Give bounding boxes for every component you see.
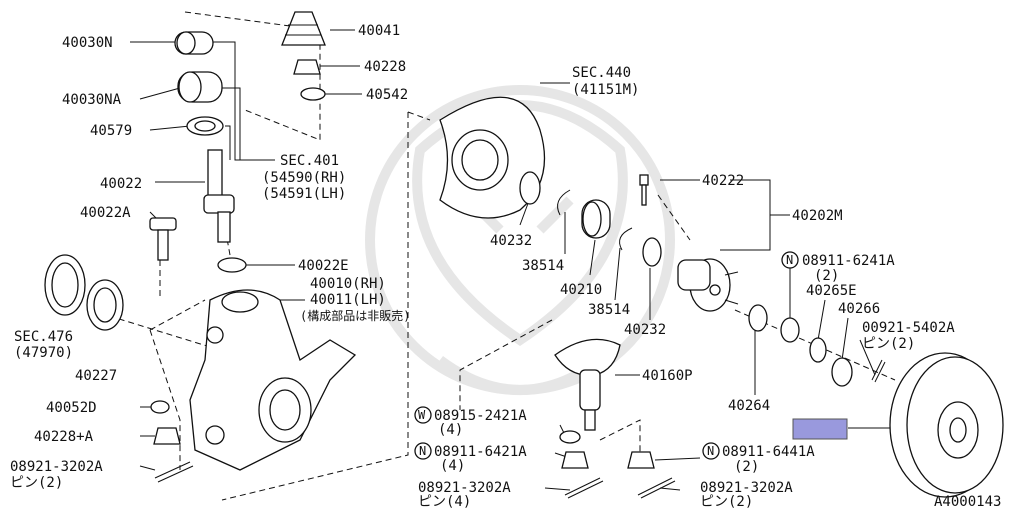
nut-cap-40266 — [831, 357, 853, 387]
brake-disc — [889, 352, 1004, 498]
label-40041[interactable]: 40041 — [358, 23, 400, 39]
label-08911-6241A-qty: (2) — [814, 268, 839, 284]
circle-n-symbol-c: N — [781, 251, 799, 269]
ball-joint-40160P — [554, 338, 621, 431]
pin-08921-middle — [564, 477, 604, 499]
label-38514-a[interactable]: 38514 — [522, 258, 564, 274]
highlighted-part-marker[interactable] — [792, 418, 848, 440]
label-08911-6421A[interactable]: 08911-6421A — [434, 444, 527, 460]
nut-40228 — [293, 59, 321, 75]
label-40266[interactable]: 40266 — [838, 301, 880, 317]
snap-ring-38514-b — [619, 227, 633, 251]
label-40265E[interactable]: 40265E — [806, 283, 857, 299]
label-40228[interactable]: 40228 — [364, 59, 406, 75]
bearing-40030N — [174, 31, 214, 55]
label-sec401-lh: (54591(LH) — [262, 186, 346, 202]
seal-40227 — [86, 279, 124, 331]
label-sec401[interactable]: SEC.401 — [280, 153, 339, 169]
boot-40041 — [281, 11, 326, 46]
label-40010[interactable]: 40010(RH) — [310, 276, 386, 292]
washer-08915 — [559, 430, 581, 444]
part-labels: 40030N 40030NA 40579 40041 40228 40542 S… — [10, 23, 1001, 510]
washer-40052D — [150, 400, 170, 414]
ring-sec476 — [44, 254, 86, 316]
label-08911-6441A[interactable]: 08911-6441A — [722, 444, 815, 460]
svg-text:N: N — [786, 253, 793, 267]
label-sec401-rh: (54590(RH) — [262, 170, 346, 186]
leader-lines — [99, 29, 895, 491]
label-40202M[interactable]: 40202M — [792, 208, 843, 224]
label-40210[interactable]: 40210 — [560, 282, 602, 298]
label-40160P[interactable]: 40160P — [642, 368, 693, 384]
dashed-guide-lines — [89, 11, 896, 501]
nut-40228A — [153, 427, 181, 445]
label-08921-left-qty: ピン(2) — [10, 475, 63, 491]
label-40030N[interactable]: 40030N — [62, 35, 113, 51]
ball-joint-40022 — [203, 149, 235, 243]
washer-40264 — [748, 304, 768, 332]
label-40022A[interactable]: 40022A — [80, 205, 131, 221]
label-00921-5402A-qty: ピン(2) — [862, 336, 915, 352]
circle-n-symbol-a: N — [414, 442, 432, 460]
label-00921-5402A[interactable]: 00921-5402A — [862, 320, 955, 336]
label-40030NA[interactable]: 40030NA — [62, 92, 122, 108]
svg-text:W: W — [418, 408, 426, 422]
label-08921-middle[interactable]: 08921-3202A — [418, 480, 511, 496]
nut-08911-6241A — [780, 317, 800, 343]
label-40222[interactable]: 40222 — [702, 173, 744, 189]
nut-08911-6421A — [561, 451, 589, 469]
label-40264[interactable]: 40264 — [728, 398, 770, 414]
bolt-40222 — [639, 174, 649, 206]
label-08915-2421A-qty: (4) — [438, 422, 463, 438]
label-sec440[interactable]: SEC.440 — [572, 65, 631, 81]
bearing-40210 — [581, 199, 611, 239]
label-08921-middle-qty: ピン(4) — [418, 494, 471, 510]
label-08911-6241A[interactable]: 08911-6241A — [802, 253, 895, 269]
circle-w-symbol: W — [414, 406, 432, 424]
pin-08921-right — [637, 477, 676, 499]
label-08911-6441A-qty: (2) — [734, 459, 759, 475]
label-40011[interactable]: 40011(LH) — [310, 292, 386, 308]
label-sec476-sub: (47970) — [14, 345, 73, 361]
label-08915-2421A[interactable]: 08915-2421A — [434, 408, 527, 424]
washer-40022E — [217, 257, 247, 273]
snap-ring-38514-a — [557, 189, 571, 216]
label-08921-left[interactable]: 08921-3202A — [10, 459, 103, 475]
washer-40542 — [300, 87, 326, 101]
label-08921-right-qty: ピン(2) — [700, 494, 753, 510]
bearing-seal-40232-a — [519, 171, 541, 205]
nut-08911-6441A — [627, 451, 655, 469]
bearing-40030NA — [177, 71, 223, 103]
backing-plate-sec440 — [439, 96, 546, 219]
washer-40265E — [809, 337, 827, 363]
knuckle-40010 — [189, 289, 357, 471]
label-08911-6421A-qty: (4) — [440, 458, 465, 474]
label-not-sold-note: (構成部品は非販売) — [300, 308, 410, 323]
svg-text:N: N — [419, 444, 426, 458]
svg-text:N: N — [707, 444, 714, 458]
bearing-seal-40232-b — [642, 237, 662, 267]
label-40052D[interactable]: 40052D — [46, 400, 97, 416]
label-40022E[interactable]: 40022E — [298, 258, 349, 274]
label-38514-b[interactable]: 38514 — [588, 302, 630, 318]
label-40022[interactable]: 40022 — [100, 176, 142, 192]
seal-40579 — [186, 116, 224, 136]
label-40227[interactable]: 40227 — [75, 368, 117, 384]
label-40228A[interactable]: 40228+A — [34, 429, 94, 445]
label-40232-b[interactable]: 40232 — [624, 322, 666, 338]
label-sec440-sub: (41151M) — [572, 82, 639, 98]
pin-00921 — [871, 359, 886, 383]
label-40232-a[interactable]: 40232 — [490, 233, 532, 249]
label-sec476[interactable]: SEC.476 — [14, 329, 73, 345]
diagram-id: A4000143 — [934, 494, 1001, 510]
pin-08921-left — [154, 461, 194, 483]
hub-40202M — [677, 258, 739, 312]
stud-40022A — [149, 217, 177, 261]
label-08921-right[interactable]: 08921-3202A — [700, 480, 793, 496]
circle-n-symbol-b: N — [702, 442, 720, 460]
label-40579[interactable]: 40579 — [90, 123, 132, 139]
label-40542[interactable]: 40542 — [366, 87, 408, 103]
